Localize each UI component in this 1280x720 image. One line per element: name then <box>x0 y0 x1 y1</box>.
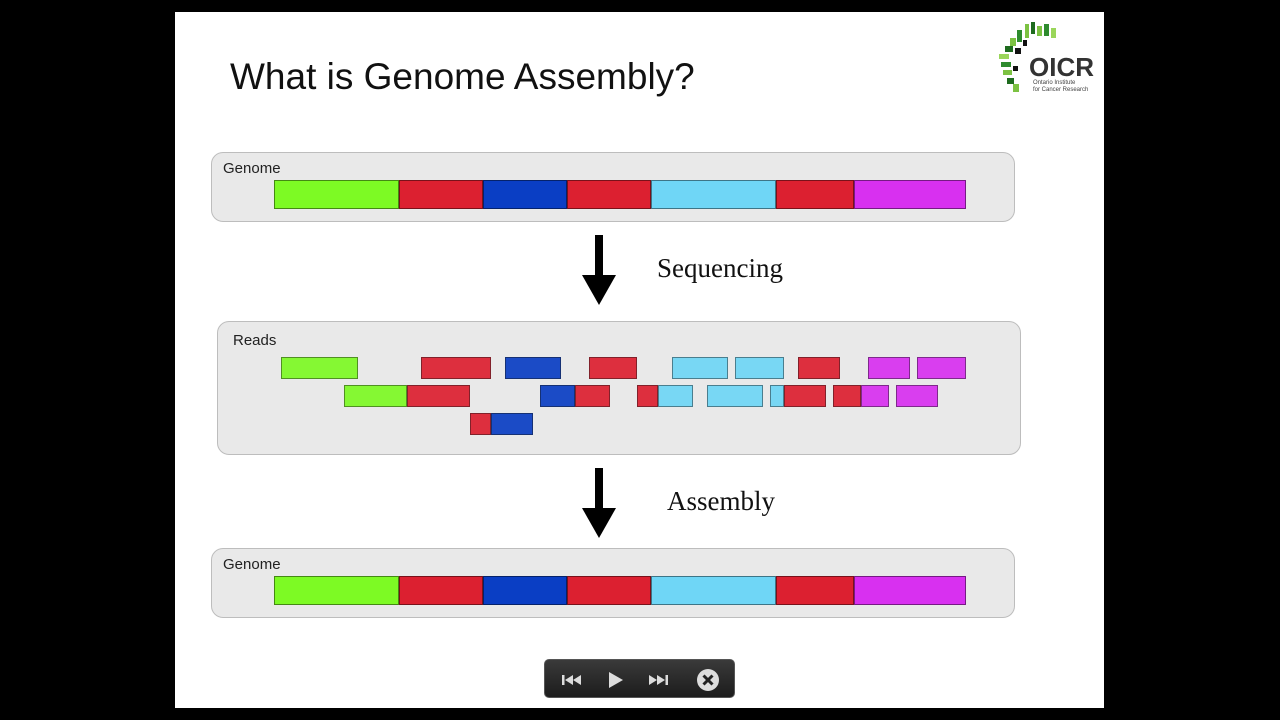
read-segment-red <box>589 357 637 379</box>
read <box>589 357 637 379</box>
read <box>540 385 610 407</box>
svg-text:for Cancer Research: for Cancer Research <box>1033 87 1088 93</box>
genome-top-segment-red <box>399 180 483 209</box>
close-button[interactable] <box>691 660 725 699</box>
play-icon <box>609 671 623 688</box>
oicr-logo: OICR Ontario Institute for Cancer Resear… <box>995 20 1100 96</box>
read-segment-cyan <box>735 357 784 379</box>
read-segment-cyan <box>707 385 763 407</box>
read <box>833 385 889 407</box>
read <box>770 385 826 407</box>
genome-top-segment-magenta <box>854 180 966 209</box>
genome-top-segment-red <box>567 180 651 209</box>
next-button[interactable] <box>641 660 675 699</box>
genome-bottom-segment-red <box>399 576 483 605</box>
svg-text:Ontario Institute: Ontario Institute <box>1033 80 1076 86</box>
read-segment-red <box>407 385 470 407</box>
genome-top-segment-blue <box>483 180 567 209</box>
close-icon <box>697 668 719 691</box>
read-segment-blue <box>505 357 561 379</box>
read-segment-blue <box>491 413 533 435</box>
sequencing-label: Sequencing <box>657 253 783 283</box>
read-segment-cyan <box>672 357 728 379</box>
previous-button[interactable] <box>555 660 589 699</box>
genome-top-bar <box>274 180 966 209</box>
genome-bottom-segment-magenta <box>854 576 966 605</box>
read-segment-magenta <box>868 357 910 379</box>
arrow-down-icon <box>582 235 616 305</box>
read <box>735 357 784 379</box>
reads-label: Reads <box>233 332 277 349</box>
genome-bottom-segment-blue <box>483 576 567 605</box>
read <box>281 357 358 379</box>
genome-bottom-bar <box>274 576 966 605</box>
genome-bottom-segment-red <box>776 576 854 605</box>
read-segment-cyan <box>658 385 693 407</box>
read-segment-red <box>575 385 610 407</box>
read-segment-red <box>784 385 826 407</box>
read <box>798 357 840 379</box>
genome-bottom-panel: Genome <box>211 548 1015 618</box>
genome-top-label: Genome <box>223 160 281 177</box>
read-segment-red <box>833 385 861 407</box>
read <box>868 357 910 379</box>
read <box>505 357 561 379</box>
genome-top-panel: Genome <box>211 152 1015 222</box>
genome-top-segment-cyan <box>651 180 776 209</box>
genome-bottom-label: Genome <box>223 556 281 573</box>
read-segment-cyan <box>770 385 784 407</box>
read <box>707 385 763 407</box>
read <box>917 357 966 379</box>
read <box>421 357 491 379</box>
next-icon <box>649 674 668 685</box>
genome-bottom-segment-green <box>274 576 399 605</box>
read <box>470 413 533 435</box>
read <box>672 357 728 379</box>
read <box>344 385 470 407</box>
read-segment-magenta <box>917 357 966 379</box>
arrow-down-icon <box>582 468 616 538</box>
genome-bottom-segment-cyan <box>651 576 776 605</box>
previous-icon <box>562 674 581 685</box>
read <box>637 385 693 407</box>
read <box>896 385 938 407</box>
reads-panel: Reads <box>217 321 1021 455</box>
read-segment-magenta <box>861 385 889 407</box>
genome-top-segment-red <box>776 180 854 209</box>
play-button[interactable] <box>599 660 633 699</box>
read-segment-red <box>637 385 658 407</box>
read-segment-magenta <box>896 385 938 407</box>
slide-title: What is Genome Assembly? <box>230 56 695 97</box>
genome-top-segment-green <box>274 180 399 209</box>
assembly-label: Assembly <box>667 486 775 516</box>
svg-text:OICR: OICR <box>1029 52 1094 82</box>
reads-area <box>276 357 976 447</box>
read-segment-green <box>344 385 407 407</box>
playback-controls <box>544 659 735 698</box>
read-segment-blue <box>540 385 575 407</box>
genome-bottom-segment-red <box>567 576 651 605</box>
logo-burst-icon: OICR Ontario Institute for Cancer Resear… <box>999 22 1094 93</box>
slide: What is Genome Assembly? OI <box>175 12 1104 708</box>
read-segment-red <box>798 357 840 379</box>
read-segment-red <box>421 357 491 379</box>
read-segment-red <box>470 413 491 435</box>
read-segment-green <box>281 357 358 379</box>
